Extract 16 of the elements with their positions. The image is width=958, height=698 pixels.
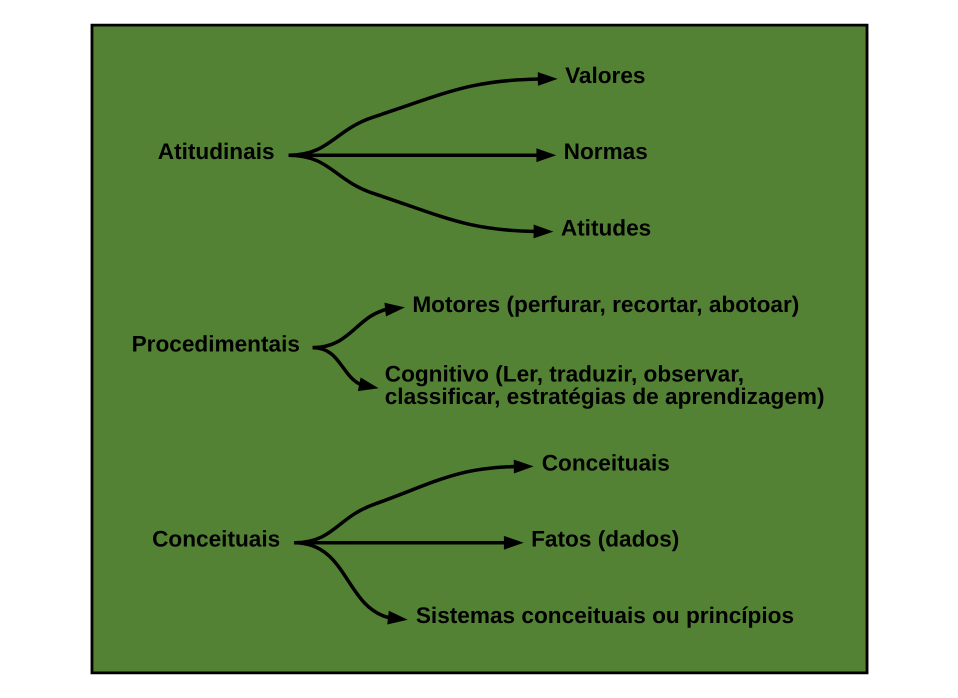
node-text: Cognitivo (Ler, traduzir, observar, classificar, estratégias de aprendizagem) <box>384 361 824 409</box>
node-text: Sistemas conceituais ou princípios <box>415 603 794 628</box>
node-text: Atitudinais <box>157 139 274 164</box>
arrow <box>312 346 378 392</box>
node-text: Fatos (dados) <box>530 526 679 552</box>
node-text: Motores (perfurar, recortar, abotoar) <box>412 292 799 317</box>
node-text: Procedimentais <box>131 332 300 357</box>
node-text: Conceituais <box>152 526 280 552</box>
node-text: Atitudes <box>560 216 651 241</box>
arrow <box>288 72 558 157</box>
arrow <box>312 302 404 350</box>
cluster <box>90 24 868 674</box>
node-text: Valores <box>564 62 646 88</box>
arrow <box>294 460 534 545</box>
node-text: Normas <box>563 139 648 164</box>
node-text: Conceituais <box>541 450 670 476</box>
